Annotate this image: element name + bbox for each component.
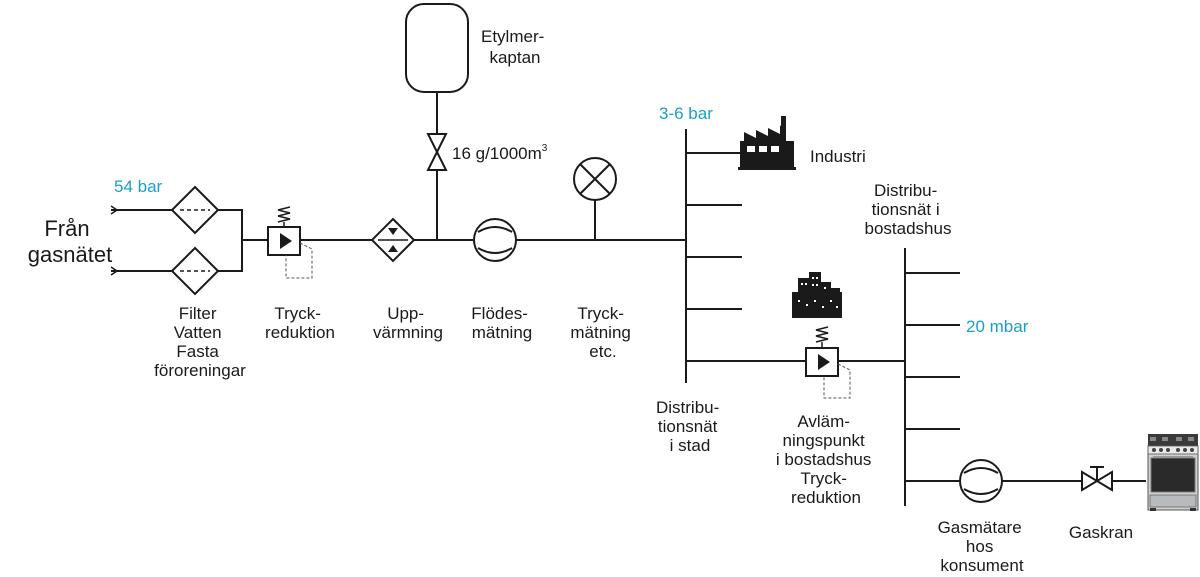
valve-icon <box>426 133 448 171</box>
house-pressure-label: 20 mbar <box>966 317 1029 336</box>
inlet-lines <box>110 205 172 276</box>
filter-icon <box>170 185 220 296</box>
source-label: Från gasnätet <box>28 216 112 267</box>
pressure-label: Tryck- mätning etc. <box>570 304 635 361</box>
flow-meter-icon <box>959 459 1003 503</box>
house-network-lines <box>904 248 1146 506</box>
flow-meter-icon <box>473 218 517 262</box>
odorant-tank-icon <box>405 3 469 93</box>
heat-exchanger-icon <box>370 217 416 263</box>
heating-label: Upp- värmning <box>373 304 443 342</box>
pressure-gauge-icon <box>573 157 617 240</box>
odorant-label: Etylmer- kaptan <box>481 27 549 67</box>
industry-label: Industri <box>810 147 866 166</box>
pressure-regulator-icon <box>267 206 313 279</box>
valve-icon <box>1081 466 1113 492</box>
house-network-label: Distribu- tionsnät i bostadshus <box>865 181 952 238</box>
odorant-dose-label: 16 g/1000m3 <box>452 143 548 163</box>
inlet-pressure-label: 54 bar <box>114 177 163 196</box>
delivery-point-label: Avläm- ningspunkt i bostadshus Tryck- re… <box>776 412 876 507</box>
consumer-meter-label: Gasmätare hos konsument <box>938 518 1027 575</box>
filter-merge-line <box>218 209 243 272</box>
gas-valve-label: Gaskran <box>1069 523 1133 542</box>
city-network-label: Distribu- tionsnät i stad <box>656 398 724 455</box>
filter-label: Filter Vatten Fasta föroreningar <box>154 304 246 380</box>
city-pressure-label: 3-6 bar <box>659 104 713 123</box>
city-network-lines <box>685 129 806 383</box>
flow-label: Flödes- mätning <box>471 304 532 342</box>
reduction-label: Tryck- reduktion <box>265 304 335 342</box>
apartment-buildings-icon <box>792 272 842 318</box>
gas-stove-icon <box>1147 434 1199 511</box>
factory-icon <box>738 116 796 170</box>
pressure-regulator-icon <box>805 326 851 399</box>
